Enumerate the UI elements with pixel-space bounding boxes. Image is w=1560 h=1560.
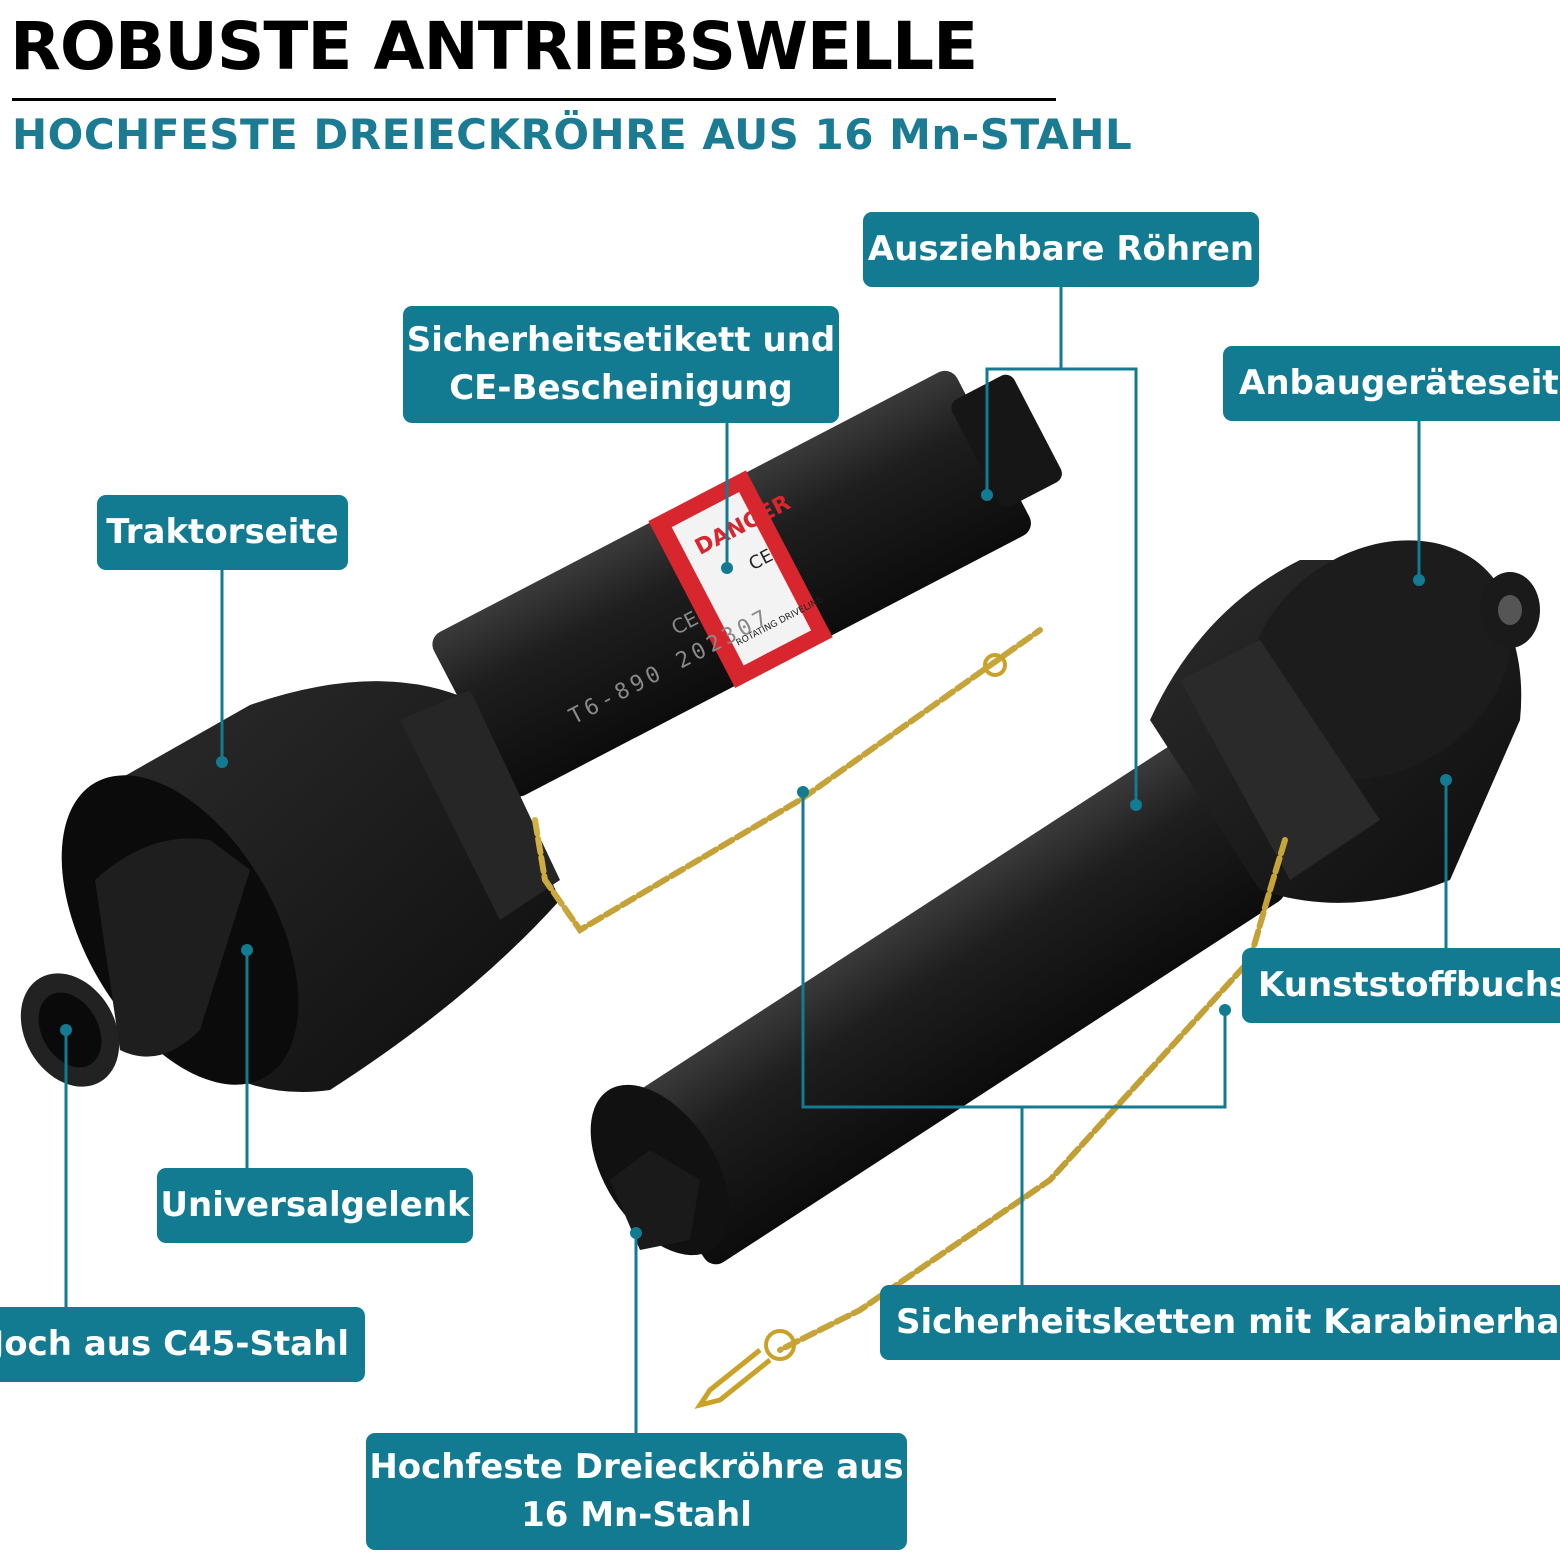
title-underline [12, 98, 1056, 101]
leader-dots [60, 489, 1452, 1239]
callout-text: Universalgelenk [160, 1184, 470, 1225]
callout-text: Anbaugeräteseite [1239, 362, 1560, 403]
callout-text-line1: Sicherheitsetikett und [406, 319, 836, 360]
callout-dreieckroehre: Hochfeste Dreieckröhre aus 16 Mn-Stahl [366, 1433, 907, 1550]
callout-anbaugeraeteseite: Anbaugeräteseite [1223, 346, 1560, 421]
callout-sicherheitsketten: Sicherheitsketten mit Karabinerhaken [880, 1285, 1560, 1360]
callout-kunststoffbuchse: Kunststoffbuchse [1242, 948, 1560, 1023]
callout-text-line2: CE-Bescheinigung [449, 367, 793, 408]
callout-text-line2: 16 Mn-Stahl [521, 1494, 752, 1535]
left-safety-chain [532, 627, 1043, 934]
callout-joch: Joch aus C45-Stahl [0, 1307, 365, 1382]
callout-sicherheitsetikett: Sicherheitsetikett und CE-Bescheinigung [403, 306, 839, 423]
callout-ausziehbare-roehren: Ausziehbare Röhren [863, 212, 1259, 287]
callout-universalgelenk: Universalgelenk [157, 1168, 473, 1243]
callout-text: Kunststoffbuchse [1258, 964, 1560, 1005]
page-subtitle: HOCHFESTE DREIECKRÖHRE AUS 16 Mn-STAHL [12, 110, 1133, 159]
callout-traktorseite: Traktorseite [97, 495, 348, 570]
right-safety-chain [777, 837, 1288, 1353]
callout-text: Sicherheitsketten mit Karabinerhaken [896, 1301, 1560, 1342]
callout-text: Joch aus C45-Stahl [0, 1323, 349, 1364]
tractor-side-shaft: DANGER CE ROTATING DRIVELINE T6-890 2023… [20, 370, 1062, 1092]
leader-lines [64, 286, 1448, 1433]
implement-side-shaft [590, 540, 1540, 1265]
page-title: ROBUSTE ANTRIEBSWELLE [10, 8, 978, 85]
callout-text-line1: Hochfeste Dreieckröhre aus [369, 1446, 904, 1487]
callout-text: Ausziehbare Röhren [867, 228, 1255, 269]
callout-text: Traktorseite [106, 511, 339, 552]
